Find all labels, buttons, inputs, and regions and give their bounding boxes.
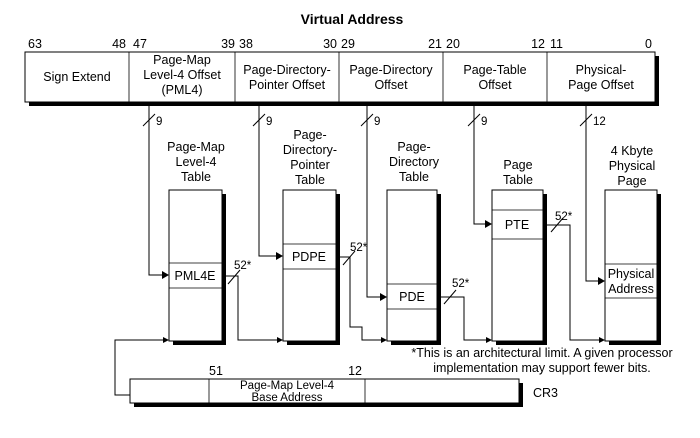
- pdp-table-title-1: Page-: [293, 128, 326, 142]
- cr3-label: CR3: [533, 386, 558, 400]
- pml4e-entry: PML4E: [175, 269, 216, 283]
- bit-label-47: 47: [133, 37, 147, 51]
- page-title-3: Page: [617, 174, 646, 188]
- physical-page: Physical Address: [604, 189, 661, 345]
- footnote-line2: implementation may support fewer bits.: [433, 361, 650, 375]
- footnote-line1: *This is an architectural limit. A given…: [411, 346, 672, 360]
- pt-table-title-1: Page: [503, 158, 532, 172]
- virtual-address-bar: Sign Extend Page-Map Level-4 Offset (PML…: [24, 51, 659, 106]
- bit-label-29: 29: [341, 37, 355, 51]
- slash-mark: [252, 113, 266, 127]
- field-pdp-offset-line2: Pointer Offset: [249, 78, 326, 92]
- pml4-table-title-1: Page-Map: [167, 140, 225, 154]
- field-pd-offset-line1: Page-Directory: [349, 63, 433, 77]
- field-pt-offset-line2: Offset: [478, 78, 512, 92]
- slash-mark: [443, 289, 457, 305]
- page-title-1: 4 Kbyte: [611, 144, 653, 158]
- field-sign-extend: Sign Extend: [43, 70, 110, 84]
- pdp-table-title-2: Directory-: [283, 143, 337, 157]
- diagram-title: Virtual Address: [301, 11, 404, 27]
- pt-table-title-2: Table: [503, 173, 533, 187]
- slash-mark: [342, 250, 356, 266]
- physical-address-line2: Address: [608, 282, 654, 296]
- field-phys-offset-line2: Page Offset: [568, 78, 634, 92]
- link-label-4: 52*: [555, 211, 573, 223]
- cr3-field-line2: Base Address: [252, 392, 323, 404]
- pt-table: PTE: [491, 189, 547, 345]
- field-pt-offset-line1: Page-Table: [463, 63, 526, 77]
- cr3-register: 51 12 Page-Map Level-4 Base Address CR3: [129, 364, 558, 407]
- bit-label-30: 30: [323, 37, 337, 51]
- bit-label-38: 38: [239, 37, 253, 51]
- pd-table-title-2: Directory: [389, 155, 440, 169]
- bit-label-11: 11: [550, 37, 563, 51]
- table-links: 52* 52* 52* 52*: [222, 211, 605, 343]
- cr3-connector: [114, 339, 165, 396]
- pdp-table: PDPE: [282, 189, 340, 345]
- bit-label-21: 21: [428, 37, 442, 51]
- slash-mark: [227, 269, 241, 285]
- width-label-pt: 9: [481, 116, 487, 128]
- bit-label-48: 48: [112, 37, 126, 51]
- slash-mark: [467, 113, 481, 127]
- pdp-table-title-4: Table: [295, 173, 325, 187]
- cr3-field-line1: Page-Map Level-4: [240, 380, 335, 392]
- field-pd-offset-line2: Offset: [374, 78, 408, 92]
- field-pml4-offset-line1: Page-Map: [153, 53, 211, 67]
- pdpe-entry: PDPE: [292, 250, 326, 264]
- slash-mark: [550, 217, 564, 233]
- slash-mark: [360, 113, 374, 127]
- width-label-phys: 12: [593, 116, 606, 128]
- link-label-3: 52*: [452, 278, 470, 290]
- field-pdp-offset-line1: Page-Directory-: [243, 63, 331, 77]
- pml4-table-title-3: Table: [181, 170, 211, 184]
- bit-label-20: 20: [446, 37, 460, 51]
- physical-address-line1: Physical: [608, 267, 655, 281]
- bit-labels: 63 48 47 39 38 30 29 21 20 12 11 0: [28, 37, 652, 51]
- link-label-1: 52*: [234, 260, 252, 272]
- table-titles: Page-Map Level-4 Table Page- Directory- …: [167, 128, 655, 188]
- width-label-pdp: 9: [266, 116, 272, 128]
- width-label-pml4: 9: [156, 116, 162, 128]
- field-phys-offset-line1: Physical-: [576, 63, 627, 77]
- pml4-table: PML4E: [168, 189, 226, 345]
- bit-label-63: 63: [28, 37, 42, 51]
- field-pml4-offset-line2: Level-4 Offset: [143, 68, 221, 82]
- pml4-table-title-2: Level-4: [176, 155, 217, 169]
- width-label-pd: 9: [374, 116, 380, 128]
- index-connectors: 9 9 9 9 12: [142, 102, 606, 301]
- pd-table-title-1: Page-: [397, 140, 430, 154]
- field-pml4-offset-line3: (PML4): [162, 83, 203, 97]
- slash-mark: [142, 113, 156, 127]
- bit-label-39: 39: [221, 37, 235, 51]
- cr3-bit-12: 12: [348, 364, 362, 378]
- bit-label-0: 0: [645, 37, 652, 51]
- link-label-2: 52*: [350, 242, 368, 254]
- pde-entry: PDE: [399, 290, 425, 304]
- pte-entry: PTE: [505, 218, 529, 232]
- page-title-2: Physical: [609, 159, 656, 173]
- cr3-bit-51: 51: [209, 364, 223, 378]
- bit-label-12: 12: [531, 37, 545, 51]
- pd-table-title-3: Table: [399, 170, 429, 184]
- pdp-table-title-3: Pointer: [290, 158, 330, 172]
- pd-table: PDE: [386, 189, 441, 345]
- slash-mark: [579, 113, 593, 127]
